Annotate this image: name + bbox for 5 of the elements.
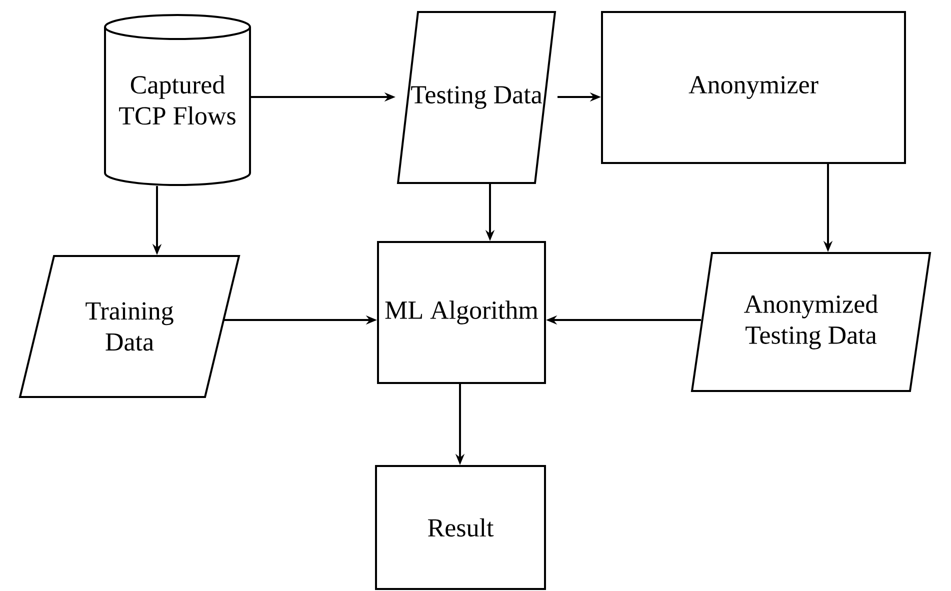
data-store-cylinder: Captured TCP Flows [104, 14, 251, 186]
process-box: Anonymizer [601, 11, 906, 164]
result-box: Result [375, 465, 546, 590]
node-label: Captured TCP Flows [119, 75, 236, 125]
process-box: ML Algorithm [377, 241, 546, 384]
